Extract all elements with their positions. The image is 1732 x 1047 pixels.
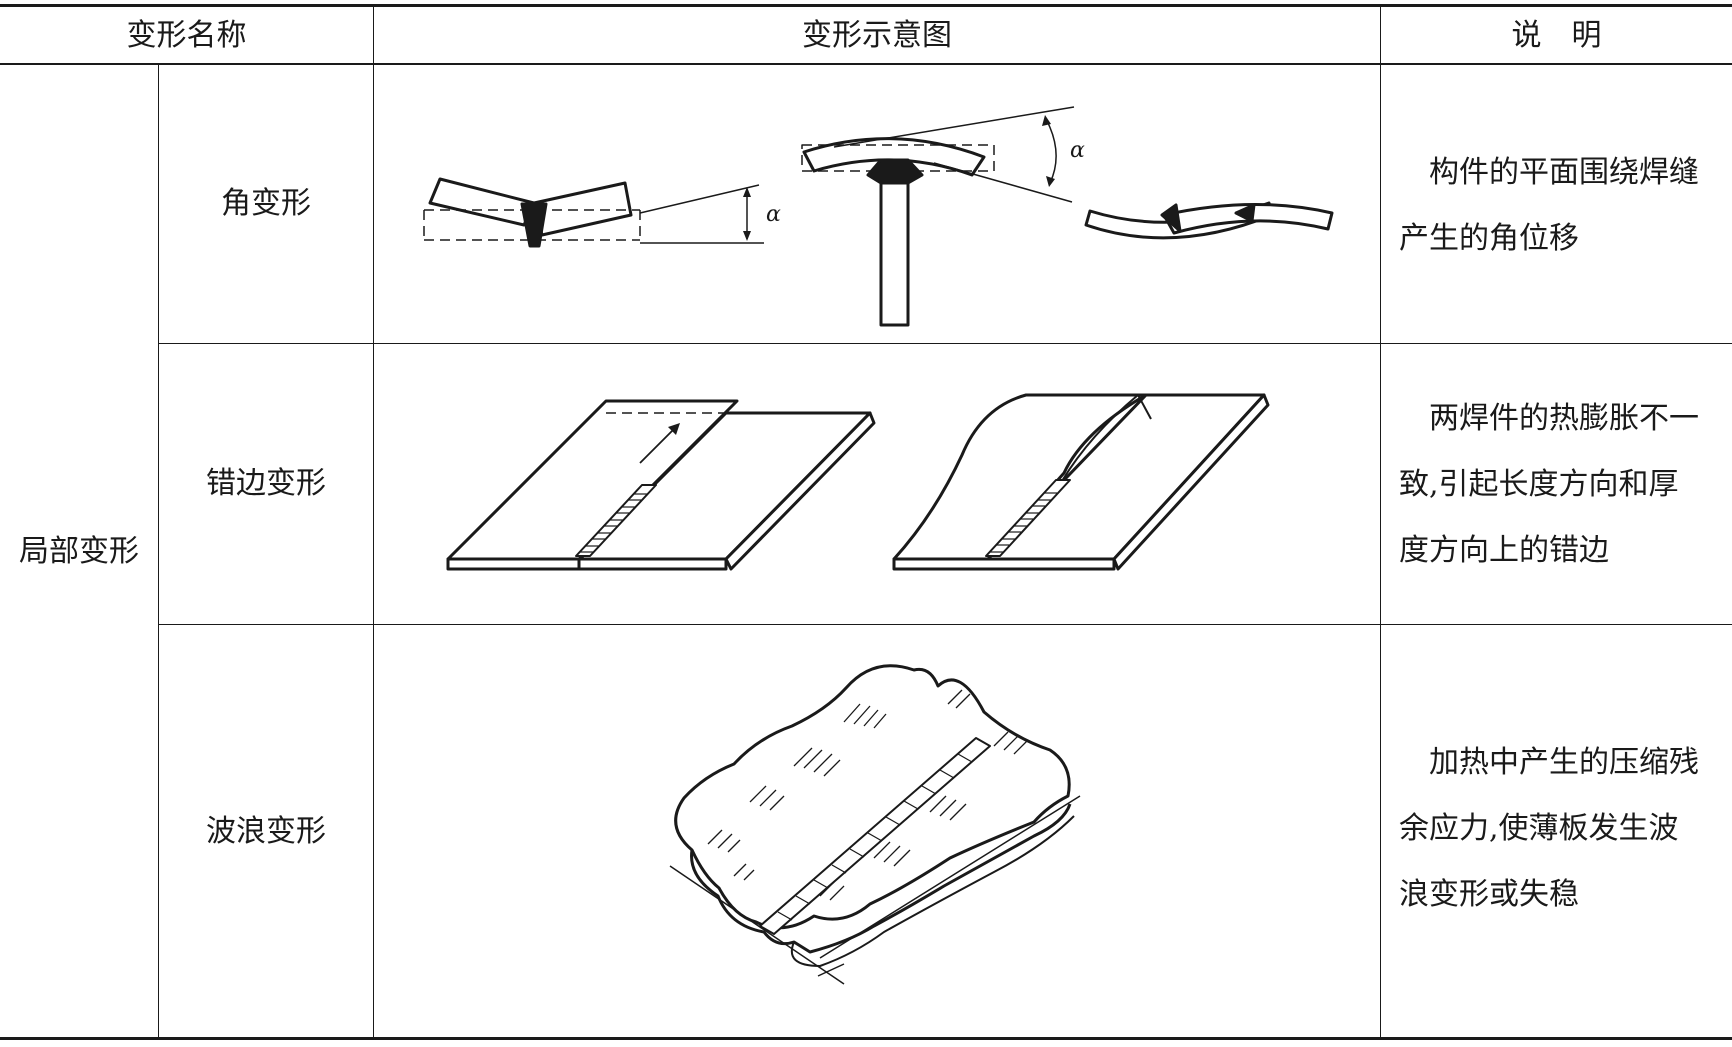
- header-bottom-border: [0, 63, 1732, 65]
- col-divider-name: [373, 7, 374, 1037]
- row2-bottom-border: [158, 624, 1732, 625]
- header-name: 变形名称: [126, 18, 247, 53]
- row-desc-wave: 加热中产生的压缩残余应力,使薄板发生波浪变形或失稳: [1399, 730, 1699, 928]
- weld-seam-right: [986, 480, 1070, 556]
- col-divider-category: [158, 65, 159, 1037]
- wave-deformation-figure: [374, 626, 1380, 1037]
- col-divider-figure: [1380, 7, 1381, 1037]
- t-web: [881, 167, 908, 325]
- row-name-misalignment: 错边变形: [206, 466, 326, 501]
- plate-right-edge: [579, 559, 726, 569]
- row-desc-misalignment-text: 两焊件的热膨胀不一致,引起长度方向和厚度方向上的错边: [1399, 401, 1699, 568]
- t-weld: [868, 160, 922, 183]
- row-desc-wave-text: 加热中产生的压缩残余应力,使薄板发生波浪变形或失稳: [1399, 745, 1699, 912]
- header-description: 说 明: [1511, 18, 1602, 53]
- angular-deformation-figure: α α: [374, 65, 1380, 343]
- row-name-wave: 波浪变形: [206, 814, 326, 849]
- v-weld: [522, 204, 546, 246]
- category-label: 局部变形: [19, 534, 139, 569]
- weld-seam-wave: [760, 738, 990, 934]
- misalignment-deformation-figure: [374, 345, 1380, 624]
- t-flange: [804, 139, 984, 175]
- plate-left-edge: [448, 559, 579, 569]
- header-figure: 变形示意图: [802, 18, 952, 53]
- row-desc-angular-text: 构件的平面围绕焊缝产生的角位移: [1399, 155, 1699, 256]
- wavy-sheet-top: [676, 666, 1070, 928]
- top-border: [0, 4, 1732, 7]
- bottom-border: [0, 1037, 1732, 1040]
- angle-label-1: α: [766, 202, 781, 227]
- row1-bottom-border: [158, 343, 1732, 344]
- curved-plate-top: [894, 395, 1146, 559]
- curved-flange-a: [1086, 203, 1272, 238]
- row-desc-misalignment: 两焊件的热膨胀不一致,引起长度方向和厚度方向上的错边: [1399, 386, 1699, 584]
- v-plate-right: [534, 183, 631, 235]
- row-name-angular: 角变形: [221, 186, 311, 221]
- row-desc-angular: 构件的平面围绕焊缝产生的角位移: [1399, 140, 1699, 272]
- curved-weld: [1162, 205, 1180, 231]
- v-plate-left: [430, 179, 534, 225]
- angle-label-2: α: [1070, 138, 1085, 163]
